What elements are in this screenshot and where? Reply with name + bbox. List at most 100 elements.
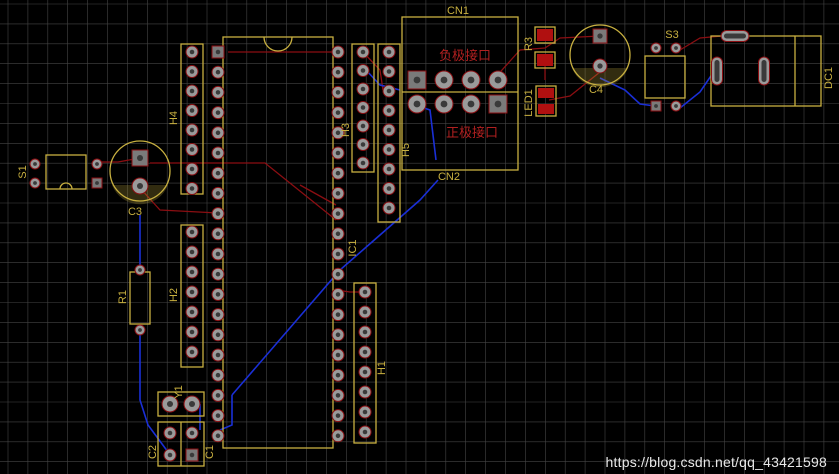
pad-hole — [335, 413, 341, 418]
pad-hole — [335, 90, 341, 95]
pad-hole — [386, 127, 392, 133]
pad-hole — [33, 181, 37, 185]
pad-hole — [335, 49, 341, 55]
pad-hole — [215, 191, 221, 196]
pad-hole — [360, 142, 366, 147]
pad-hole — [654, 46, 658, 50]
pad-hole — [494, 76, 502, 84]
h5-body — [377, 43, 401, 223]
pad-hole — [215, 90, 221, 95]
track-ic-h5 — [362, 51, 384, 91]
pad-hole — [362, 369, 368, 375]
ic1-notch — [263, 36, 293, 52]
pad-hole — [189, 349, 195, 355]
pad-hole — [597, 33, 603, 39]
pad-hole — [215, 49, 221, 55]
track-c3-ic — [150, 162, 337, 221]
label-cn1: CN1 — [447, 5, 469, 17]
pad-hole — [215, 69, 221, 75]
pad-hole — [362, 349, 368, 355]
label-cn2: CN2 — [438, 171, 460, 183]
track-cn2-ic — [231, 179, 439, 396]
pad-hole — [335, 393, 341, 398]
label-r3: R3 — [523, 37, 535, 51]
red-tracks — [97, 35, 750, 293]
c4-polarity-fill — [572, 68, 628, 88]
track-c3-down — [139, 187, 219, 214]
label-y1: Y1 — [173, 385, 185, 398]
track-ic-x1 — [219, 395, 233, 431]
pad-hole — [189, 69, 195, 74]
r3-pad-top — [537, 29, 553, 41]
pad-hole — [215, 292, 221, 297]
label-h5: H5 — [400, 143, 412, 157]
pad-hole — [33, 162, 37, 166]
pad-hole — [413, 76, 421, 84]
pad-hole — [188, 400, 196, 408]
pad-hole — [138, 328, 142, 332]
pad-hole — [215, 130, 221, 136]
pad-hole — [362, 429, 368, 435]
pad-hole — [189, 269, 195, 275]
pad-hole — [674, 104, 678, 108]
pad-hole — [386, 88, 392, 94]
pad-hole — [335, 130, 341, 136]
pad-hole — [95, 162, 99, 166]
pad-hole — [189, 229, 195, 235]
pad-hole — [189, 166, 195, 172]
label-r1: R1 — [117, 290, 129, 304]
pad-hole — [215, 332, 221, 338]
pad-hole — [335, 211, 341, 216]
watermark-url: https://blog.csdn.net/qq_43421598 — [605, 454, 827, 470]
pad-hole — [138, 268, 142, 272]
cn1-body — [401, 16, 519, 171]
pad-hole — [467, 76, 475, 84]
pad-hole — [360, 160, 366, 166]
pad-hole — [386, 205, 392, 211]
pad-hole — [335, 312, 341, 317]
pad-hole — [335, 372, 341, 378]
c3-body — [109, 140, 171, 202]
track-led-c4 — [548, 71, 601, 101]
pad-hole — [360, 86, 366, 92]
label-h4: H4 — [168, 111, 180, 125]
label-c2: C2 — [147, 445, 159, 459]
pads — [29, 28, 770, 462]
led1-pad-bot — [538, 104, 554, 114]
label-negative-port: 负极接口 — [439, 48, 491, 63]
pad-hole — [215, 413, 221, 418]
pad-hole — [215, 170, 221, 176]
pad-hole — [215, 231, 221, 237]
pad-hole — [335, 251, 341, 257]
pad-hole — [467, 100, 475, 108]
track-cn1-r3 — [492, 35, 601, 81]
pad-hole — [335, 332, 341, 338]
label-h2: H2 — [168, 288, 180, 302]
label-led1: LED1 — [523, 89, 535, 117]
label-c3: C3 — [128, 206, 142, 218]
pad-hole — [360, 123, 366, 129]
label-ic1: IC1 — [347, 239, 359, 256]
pad-hole — [761, 60, 767, 82]
pad-hole — [335, 433, 341, 439]
pad-hole — [386, 186, 392, 191]
pad-hole — [494, 100, 502, 108]
s3-body — [644, 55, 686, 99]
component-fills — [112, 29, 628, 205]
pad-hole — [386, 49, 392, 55]
pad-hole — [360, 68, 366, 73]
led1-pad-top — [538, 88, 554, 98]
pad-hole — [167, 430, 173, 436]
pad-hole — [654, 104, 658, 108]
pad-hole — [360, 49, 366, 55]
pad-hole — [189, 329, 195, 335]
pad-hole — [189, 108, 195, 113]
pad-hole — [189, 289, 195, 295]
label-c1: C1 — [204, 445, 216, 459]
ic1-body — [222, 36, 334, 449]
pad-hole — [597, 63, 603, 69]
pad-hole — [413, 100, 421, 108]
r3-pad-outline-bot — [534, 51, 556, 69]
label-dc1: DC1 — [823, 67, 835, 89]
